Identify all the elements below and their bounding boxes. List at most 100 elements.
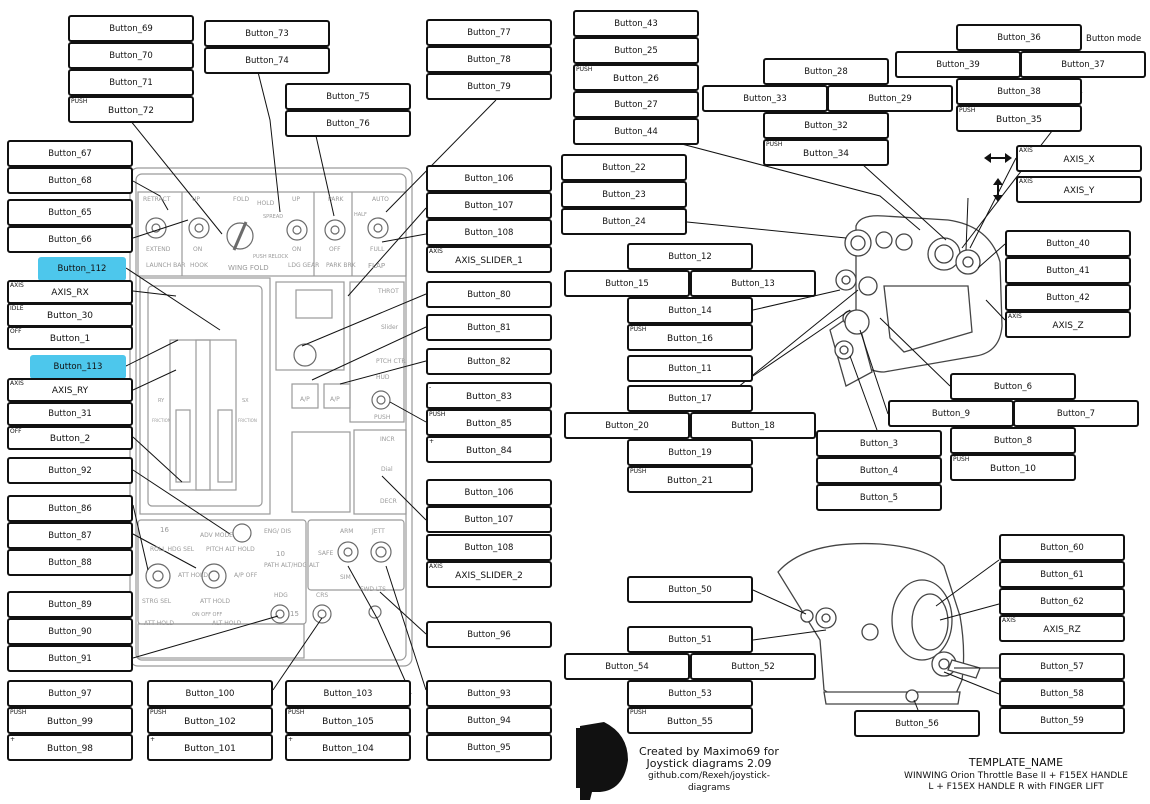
leader-line	[943, 671, 1000, 695]
mapping-label-b76: Button_76	[285, 110, 411, 137]
panel-engraving: PITCH ALT HOLD	[206, 546, 255, 553]
mapping-text: Button_99	[46, 716, 94, 727]
leader-line	[379, 591, 427, 635]
mapping-tag: AXIS	[429, 248, 443, 255]
mapping-text: Button_23	[602, 189, 646, 200]
mapping-label-b74: Button_74	[204, 47, 330, 74]
mapping-text: Button_106	[464, 173, 514, 184]
panel-engraving: ROLL HDG SEL	[150, 546, 195, 553]
mapping-text: Button_106	[464, 487, 514, 498]
mapping-text: Button_2	[49, 434, 91, 445]
mapping-text: Button_70	[109, 50, 153, 61]
mapping-label-b61: Button_61	[999, 561, 1125, 588]
leader-line	[129, 119, 223, 235]
mapping-text: Button_40	[1046, 238, 1090, 249]
panel-engraving: FRICTION	[152, 418, 171, 423]
mapping-label-b82: Button_82	[426, 348, 552, 375]
mapping-tag: -	[429, 384, 432, 391]
mapping-text: AXIS_RZ	[1043, 624, 1081, 635]
mapping-label-b24: Button_24	[561, 208, 687, 235]
mapping-label-b13: Button_13	[690, 270, 816, 297]
mapping-text: Button_83	[465, 391, 513, 402]
panel-engraving: DECR	[380, 498, 397, 505]
mapping-text: Button_85	[465, 418, 513, 429]
mapping-label-b62: Button_62	[999, 588, 1125, 615]
mapping-label-b106a: Button_106	[426, 165, 552, 192]
mapping-text: Button_16	[666, 333, 714, 344]
mapping-label-b71: Button_71	[68, 69, 194, 96]
mapping-text: Button_92	[48, 465, 92, 476]
mapping-label-b101: +Button_101	[147, 734, 273, 761]
mapping-label-b15: Button_15	[564, 270, 690, 297]
panel-engraving: Slider	[381, 324, 399, 331]
mapping-text: Button_90	[48, 626, 92, 637]
mapping-tag: PUSH	[10, 709, 27, 716]
mapping-label-b4: Button_4	[816, 457, 942, 484]
mapping-text: Button_50	[668, 584, 712, 595]
template-name: TEMPLATE_NAME	[968, 756, 1064, 769]
mapping-text: Button_17	[668, 393, 712, 404]
leader-line	[125, 339, 179, 367]
mapping-text: Button_33	[743, 93, 787, 104]
leader-line	[132, 180, 169, 211]
panel-engraving: Dial	[381, 466, 393, 473]
panel-engraving: SAFE	[318, 550, 334, 557]
panel-engraving: HOLD	[257, 200, 275, 207]
mapping-label-b43: Button_43	[573, 10, 699, 37]
panel-engraving: SIM	[340, 574, 351, 581]
leader-line	[381, 475, 427, 521]
mapping-text: Button_60	[1040, 542, 1084, 553]
mapping-label-b67: Button_67	[7, 140, 133, 167]
mapping-text: Button_7	[1056, 408, 1096, 419]
panel-engraving: ON	[292, 246, 302, 253]
mapping-text: Button_35	[995, 114, 1043, 125]
mapping-label-b89: Button_89	[7, 591, 133, 618]
panel-engraving: EXTEND	[146, 246, 171, 253]
mapping-text: AXIS_Y	[1063, 185, 1095, 196]
mapping-tag: AXIS	[1019, 147, 1033, 154]
leader-line	[132, 290, 177, 297]
panel-engraving: 15	[290, 610, 299, 618]
leader-line	[939, 603, 1000, 621]
mapping-label-b88: Button_88	[7, 549, 133, 576]
mapping-label-b108a: Button_108	[426, 219, 552, 246]
mapping-text: Button_58	[1040, 688, 1084, 699]
mapping-text: Button_54	[605, 661, 649, 672]
leader-line	[132, 436, 183, 483]
logo-mark	[576, 722, 628, 800]
mapping-text: Button_36	[997, 32, 1041, 43]
mapping-text: Button_66	[48, 234, 92, 245]
mapping-text: Button_34	[802, 148, 850, 159]
mapping-text: Button_86	[48, 503, 92, 514]
mapping-label-b68: Button_68	[7, 167, 133, 194]
leader-line	[385, 99, 497, 213]
leader-line	[389, 401, 427, 423]
panel-engraving: JETT	[372, 528, 385, 535]
mapping-text: Button_39	[936, 59, 980, 70]
mapping-label-b112: Button_112	[38, 257, 126, 281]
mapping-label-b41: Button_41	[1005, 257, 1131, 284]
mapping-label-b106b: Button_106	[426, 479, 552, 506]
mapping-label-b54: Button_54	[564, 653, 690, 680]
mapping-label-b103: Button_103	[285, 680, 411, 707]
mapping-text: Button_75	[326, 91, 370, 102]
mapping-text: Button_95	[467, 742, 511, 753]
mapping-label-b25: Button_25	[573, 37, 699, 64]
leader-line	[752, 289, 841, 311]
mapping-label-b104: +Button_104	[285, 734, 411, 761]
mapping-label-b94: Button_94	[426, 707, 552, 734]
mapping-tag: PUSH	[766, 141, 783, 148]
mapping-tag: PUSH	[576, 66, 593, 73]
mapping-text: Button_68	[48, 175, 92, 186]
mapping-tag: IDLE	[10, 305, 24, 312]
mapping-text: Button_102	[184, 716, 236, 727]
device-line-1: WINWING Orion Throttle Base II + F15EX H…	[904, 771, 1128, 781]
mapping-label-b29: Button_29	[827, 85, 953, 112]
leader-line	[339, 360, 427, 385]
mapping-text: Button_28	[804, 66, 848, 77]
mapping-text: Button_8	[993, 435, 1033, 446]
